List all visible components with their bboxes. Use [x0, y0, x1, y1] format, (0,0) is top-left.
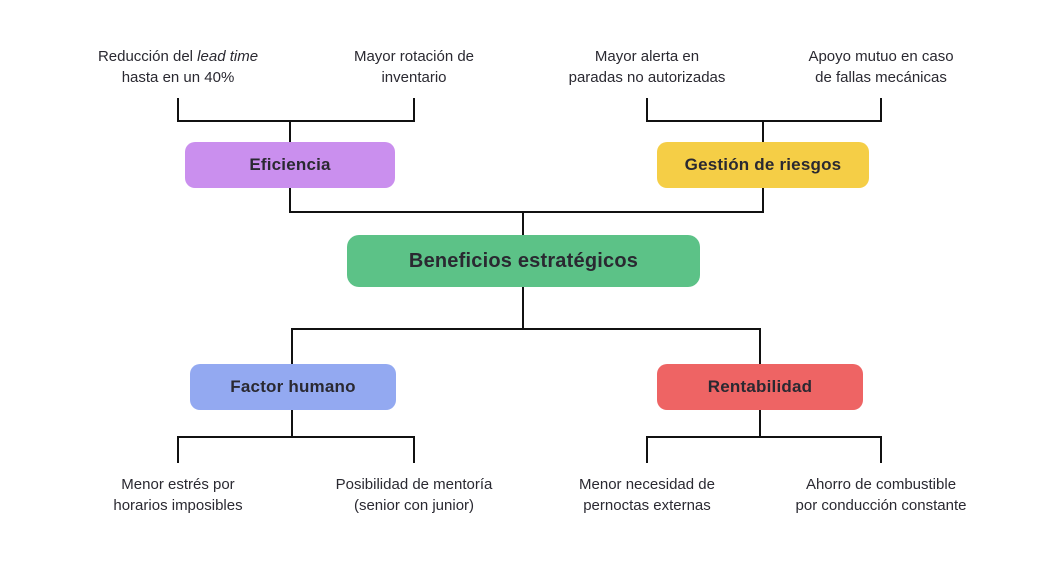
connector-line	[413, 436, 415, 463]
leaf-text-line: Posibilidad de mentoría	[335, 475, 493, 493]
leaf-pernoctas: Menor necesidad de pernoctas externas	[543, 463, 759, 533]
leaf-text-line: paradas no autorizadas	[568, 68, 726, 86]
leaf-text-line: de fallas mecánicas	[815, 68, 947, 86]
connector-line	[646, 120, 882, 122]
connector-line	[177, 120, 415, 122]
connector-line	[291, 410, 293, 438]
leaf-mentoria: Posibilidad de mentoría (senior con juni…	[310, 463, 526, 533]
leaf-text-line: por conducción constante	[795, 496, 967, 514]
branch-label: Factor humano	[230, 377, 356, 396]
node-branch-gestion-de-riesgos: Gestión de riesgos	[657, 142, 877, 195]
node-root-beneficios-estrategicos: Beneficios estratégicos	[347, 235, 708, 294]
leaf-rotacion-inventario: Mayor rotación de inventario	[310, 35, 526, 105]
node-branch-rentabilidad: Rentabilidad	[657, 364, 871, 417]
connector-line	[880, 436, 882, 463]
connector-line	[880, 98, 882, 122]
branch-label: Eficiencia	[249, 155, 331, 174]
connector-line	[291, 328, 761, 330]
branch-label: Rentabilidad	[707, 377, 813, 396]
leaf-text-line: inventario	[381, 68, 447, 86]
leaf-text-line: Menor estrés por	[121, 475, 235, 493]
leaf-reduccion-lead-time: Reducción del lead time hasta en un 40%	[74, 35, 290, 105]
leaf-text-line: horarios imposibles	[113, 496, 243, 514]
connector-line	[759, 328, 761, 364]
leaf-text-line: Reducción del lead time	[97, 47, 259, 65]
connector-line	[289, 211, 764, 213]
leaf-text-line: Ahorro de combustible	[805, 475, 957, 493]
leaf-text-line: Menor necesidad de	[579, 475, 715, 493]
leaf-text-line: Mayor rotación de	[353, 47, 475, 65]
connector-line	[762, 120, 764, 142]
root-label: Beneficios estratégicos	[408, 249, 639, 272]
connector-line	[759, 410, 761, 438]
connector-line	[762, 188, 764, 213]
connector-line	[646, 436, 648, 463]
leaf-text-line: (senior con junior)	[353, 496, 475, 514]
branch-label: Gestión de riesgos	[684, 155, 842, 174]
leaf-alerta-paradas: Mayor alerta en paradas no autorizadas	[543, 35, 759, 105]
connector-line	[522, 211, 524, 235]
connector-line	[646, 436, 882, 438]
leaf-text-line: hasta en un 40%	[121, 68, 235, 86]
connector-line	[177, 98, 179, 122]
leaf-text-line: pernoctas externas	[583, 496, 711, 514]
connector-line	[646, 98, 648, 122]
connector-line	[177, 436, 415, 438]
leaf-menor-estres: Menor estrés por horarios imposibles	[74, 463, 290, 533]
connector-line	[289, 188, 291, 213]
connector-line	[522, 287, 524, 330]
leaf-text-line: Mayor alerta en	[594, 47, 700, 65]
leaf-apoyo-mutuo: Apoyo mutuo en caso de fallas mecánicas	[777, 35, 993, 105]
node-branch-eficiencia: Eficiencia	[185, 142, 403, 195]
leaf-text-line: Apoyo mutuo en caso	[808, 47, 954, 65]
connector-line	[291, 328, 293, 364]
node-branch-factor-humano: Factor humano	[190, 364, 404, 417]
connector-line	[413, 98, 415, 122]
italic-term: lead time	[197, 47, 259, 65]
connector-line	[177, 436, 179, 463]
connector-line	[289, 120, 291, 142]
leaf-ahorro-combustible: Ahorro de combustible por conducción con…	[777, 463, 993, 533]
